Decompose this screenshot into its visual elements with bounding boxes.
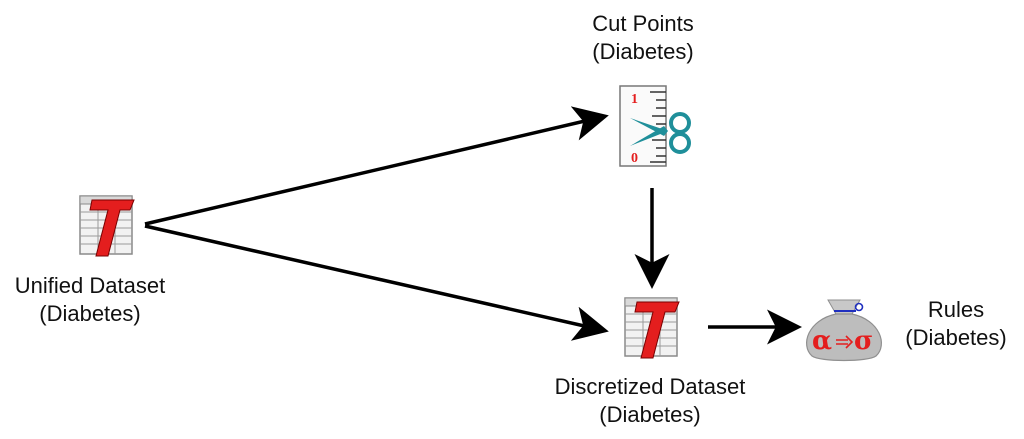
scissors-icon [630,112,691,154]
discretized-dataset-subtitle: (Diabetes) [599,402,701,427]
ruler-top-label: 1 [631,92,638,107]
discretized-dataset-label: Discretized Dataset (Diabetes) [525,373,775,429]
rules-bag-icon: α σ [806,299,882,362]
unified-dataset-title: Unified Dataset [14,273,166,298]
cut-points-title: Cut Points [592,11,694,36]
unified-dataset-label: Unified Dataset (Diabetes) [0,272,180,328]
ruler-scissors-icon: 1 0 [619,85,691,167]
rules-subtitle: (Diabetes) [905,325,1007,350]
ruler-bottom-label: 0 [631,151,638,166]
cut-points-subtitle: (Diabetes) [592,39,694,64]
rules-title: Rules [927,297,985,322]
arrow-unified-to-cutpoints [144,106,609,226]
implies-arrow [836,335,854,349]
arrow-unified-to-discretized [144,224,609,341]
rules-alpha-glyph: α [812,326,832,356]
table-dataset-icon [79,195,135,257]
rules-sigma-glyph: σ [854,326,873,356]
cut-points-label: Cut Points (Diabetes) [553,10,733,66]
table-dataset-icon [624,297,680,359]
discretized-dataset-title: Discretized Dataset [554,374,746,399]
unified-dataset-subtitle: (Diabetes) [39,301,141,326]
rules-label: Rules (Diabetes) [894,296,1018,352]
